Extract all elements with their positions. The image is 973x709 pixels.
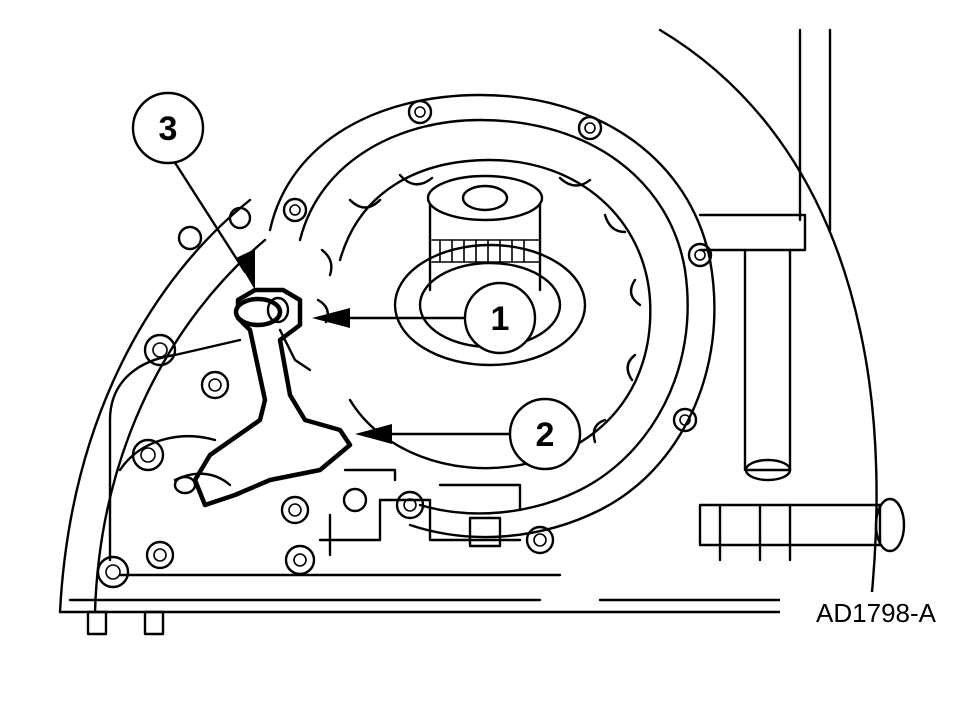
pump-housing-flange (268, 93, 716, 555)
internal-gear (316, 158, 652, 470)
valve-body (96, 206, 522, 589)
leader-lines (170, 156, 517, 444)
callout-2-number: 2 (536, 416, 555, 454)
figure-id: AD1798-A (816, 598, 937, 628)
callout-1-number: 1 (491, 300, 510, 338)
callout-2: 2 (508, 397, 582, 471)
arrow-head-3 (236, 249, 255, 290)
shift-lever (192, 287, 353, 508)
callout-3: 3 (131, 91, 205, 165)
transmission-case (58, 28, 906, 636)
arrow-head-1 (312, 308, 350, 328)
input-shaft (393, 174, 587, 367)
arrow-head-2 (355, 424, 392, 444)
callout-3-number: 3 (159, 110, 178, 148)
callout-1: 1 (463, 281, 537, 355)
